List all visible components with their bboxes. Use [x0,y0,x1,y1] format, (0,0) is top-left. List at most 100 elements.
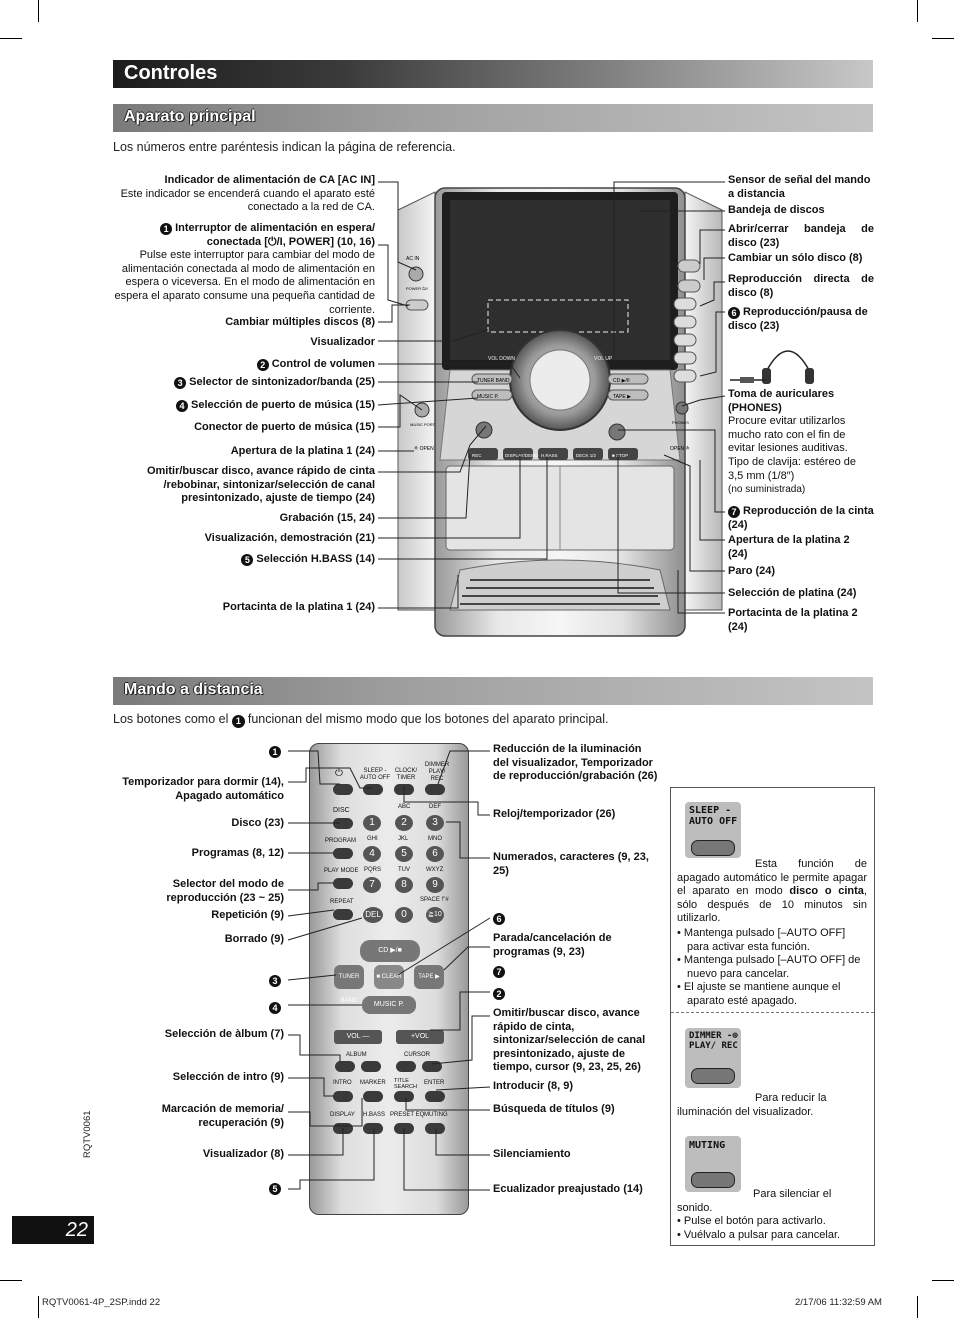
svg-text:H.BASS: H.BASS [541,453,558,458]
remote-power-button[interactable] [333,784,353,795]
muting-key-illustration: MUTING [685,1136,741,1192]
remote-hbass-label: H.BASS [363,1112,386,1118]
remote-label-preset-eq: Ecualizador preajustado (14) [493,1183,643,1195]
remote-program-button[interactable] [333,848,353,859]
svg-text:DISPLAY/DEMO: DISPLAY/DEMO [505,453,539,458]
remote-tuner-button[interactable]: TUNER BAND [334,965,364,1004]
remote-key-8[interactable]: 8 [395,877,413,893]
remote-vol-down-button[interactable]: VOL — [334,1030,382,1044]
remote-label-num6: 6 [493,912,659,926]
remote-display-label: DISPLAY [330,1112,355,1118]
remote-key-6[interactable]: 6 [426,846,444,862]
remote-label-num5: 5 [200,1182,284,1196]
crop-mark [917,1296,918,1318]
side-code: RQTV0061 [82,1110,93,1158]
remote-tape-button[interactable]: TAPE ▶ [414,965,444,989]
remote-hbass-button[interactable] [363,1123,383,1134]
label-record: Grabación (15, 24) [279,512,375,524]
remote-dimmer-key: DIMMER PLAY/ REC [424,762,450,782]
remote-key-3[interactable]: 3 [426,815,444,831]
label-skip-search: Omitir/buscar disco, avance rápido de ci… [146,465,375,505]
remote-clear-button[interactable]: ■ CLEAR [374,965,404,989]
remote-tuv-label: TUV [398,867,410,873]
label-single-disc: Cambiar un sólo disco (8) [728,252,863,264]
remote-playmode-button[interactable] [333,878,353,889]
muting-description: Para silenciar el sonido. [677,1188,832,1214]
remote-key-1[interactable]: 1 [363,815,381,831]
page-title-banner: Controles [113,60,873,88]
remote-label-display: Visualizador (8) [202,1148,284,1160]
main-unit-leader-lines [377,181,814,614]
crop-mark [38,1296,39,1318]
page-number: 22 [12,1216,94,1244]
crop-mark [932,1280,954,1281]
remote-album-up-button[interactable] [361,1061,381,1072]
label-open-close: Abrir/cerrar bandeja de disco (23) [728,223,874,249]
remote-enter-label: ENTER [424,1080,445,1086]
remote-sleep-key: SLEEP -AUTO OFF [359,768,391,781]
remote-playmode-label: PLAY MODE [324,868,359,874]
remote-label-numbers: Numerados, caracteres (9, 23, 25) [493,851,649,877]
remote-label-num7: 7 [493,965,659,979]
remote-key-9[interactable]: 9 [426,877,444,893]
remote-program-label: PROGRAM [325,838,357,844]
label-multi-disc: Cambiar múltiples discos (8) [225,316,375,328]
svg-text:TUNER BAND: TUNER BAND [477,378,510,384]
remote-skip-forward-button[interactable] [422,1061,442,1072]
remote-muting-button[interactable] [425,1123,445,1134]
section-title: Aparato principal [124,108,256,125]
remote-abc-label: ABC [398,804,411,810]
remote-ghi-label: GHI [367,836,378,842]
remote-label-num3: 3 [200,974,284,988]
remote-disc-button[interactable] [333,818,353,829]
remote-label-intro: Selección de intro (9) [172,1071,284,1083]
svg-text:TAPE ▶: TAPE ▶ [613,394,631,400]
remote-dimmer-button[interactable] [425,784,445,795]
remote-title-search-button[interactable] [394,1091,414,1102]
remote-key-4[interactable]: 4 [363,846,381,862]
svg-text:DECK 1/2: DECK 1/2 [576,453,597,458]
remote-power-key: ⏻ [335,768,343,779]
remote-label-clock: Reloj/temporizador (26) [493,808,616,820]
remote-cd-button[interactable]: CD ▶/■ [360,940,420,962]
muting-bullets: • Pulse el botón para activarlo. • Vuélv… [677,1215,841,1241]
label-stop: Paro (24) [728,565,776,577]
crop-mark [0,1280,22,1281]
remote-preset-eq-label: PRESET EQ [390,1112,425,1118]
label-deck1-open: Apertura de la platina 1 (24) [230,445,375,457]
remote-skip-back-button[interactable] [396,1061,416,1072]
remote-repeat-button[interactable] [333,909,353,920]
remote-repeat-label: REPEAT [330,899,354,905]
remote-intro-button[interactable] [333,1091,353,1102]
remote-del-button[interactable]: DEL [363,907,383,923]
remote-key-0[interactable]: 0 [395,907,413,923]
svg-text:≙ OPEN: ≙ OPEN [414,445,434,452]
svg-text:OPEN ≙: OPEN ≙ [670,445,690,452]
label-display: Visualizador [310,336,375,348]
remote-key-7[interactable]: 7 [363,877,381,893]
remote-enter-button[interactable] [425,1091,445,1102]
remote-music-port-button[interactable]: MUSIC P. [362,996,416,1014]
page-title: Controles [124,62,218,84]
remote-vol-up-button[interactable]: +VOL [396,1030,444,1044]
svg-text:PHONES: PHONES [672,420,689,425]
auto-off-description: Esta función de apagado automático le pe… [677,858,867,924]
remote-key-10plus[interactable]: ≧10 [426,907,444,923]
label-disc-tray: Bandeja de discos [728,204,825,216]
main-unit-illustration: VOL DOWN VOL UP TUNER BAND MUSIC P. CD ▶… [397,187,723,637]
remote-sleep-button[interactable] [363,784,383,795]
remote-label-title-search: Búsqueda de títulos (9) [493,1103,615,1115]
remote-label-num1: 1 [200,745,284,759]
remote-key-5[interactable]: 5 [395,846,413,862]
svg-text:REC: REC [472,453,482,458]
remote-marker-button[interactable] [363,1091,383,1102]
remote-key-2[interactable]: 2 [395,815,413,831]
remote-label-delete: Borrado (9) [224,933,284,945]
label-phones: Toma de auriculares (PHONES)Procure evit… [728,388,856,496]
remote-album-down-button[interactable] [335,1061,355,1072]
